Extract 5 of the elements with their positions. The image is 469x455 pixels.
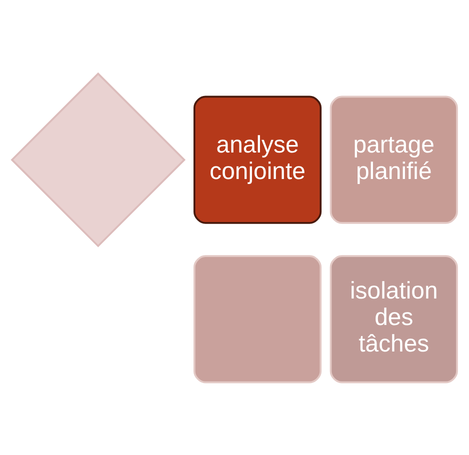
node-diamond bbox=[10, 72, 186, 247]
node-box: partage planifié bbox=[330, 95, 458, 224]
node-box: isolation des tâches bbox=[330, 254, 458, 383]
node-box bbox=[194, 254, 322, 383]
node-box: analyse conjointe bbox=[194, 95, 322, 224]
